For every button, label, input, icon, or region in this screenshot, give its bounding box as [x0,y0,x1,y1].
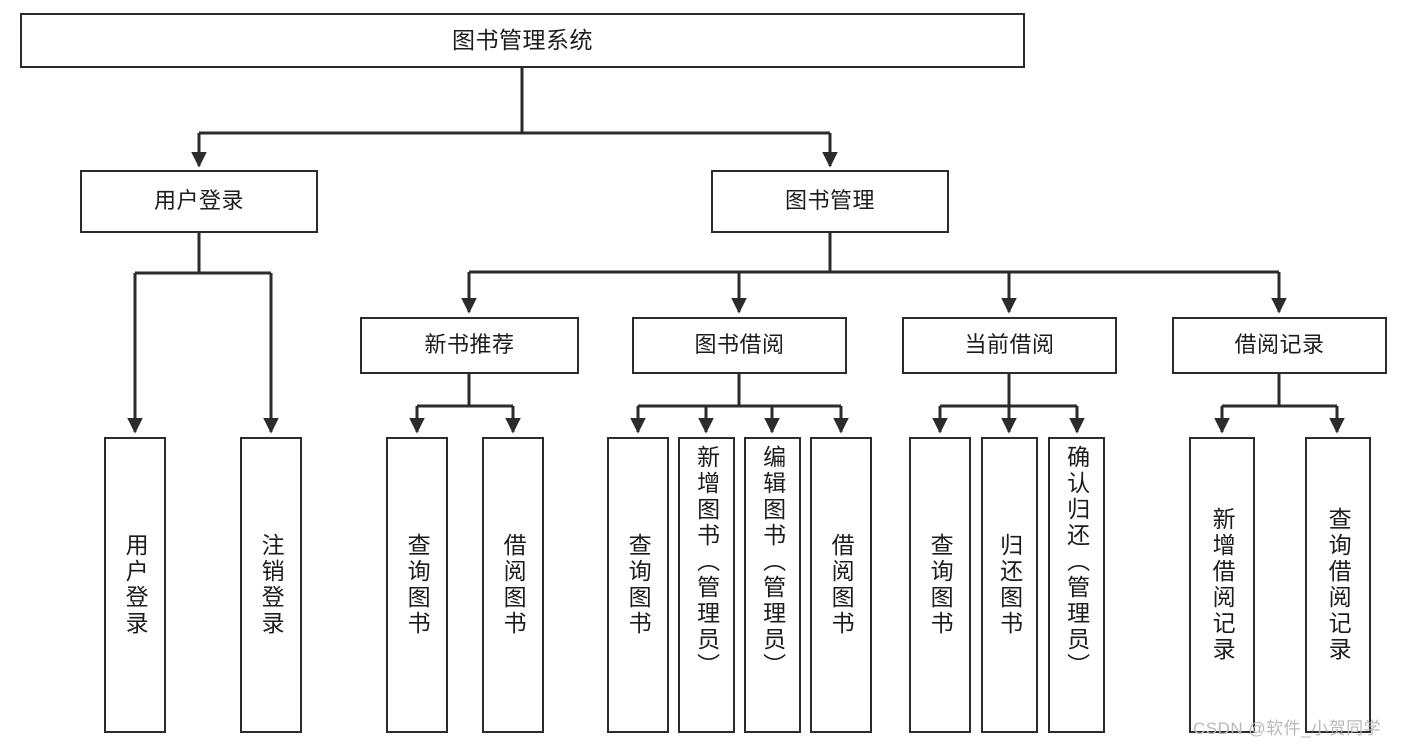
node-label: 借阅记录 [1234,332,1325,358]
leaf-newbook-query-books[interactable]: 查询图书 [386,437,448,733]
leaf-borrow-edit-book-admin[interactable]: 编辑图书（管理员） [744,437,801,733]
node-label: 新书推荐 [424,332,515,358]
node-label: 图书管理 [784,188,875,214]
node-label: 归还图书 [996,533,1023,637]
node-label: 用户登录 [122,533,149,637]
node-label: 确认归还（管理员） [1063,445,1090,679]
node-label: 查询图书 [404,533,431,637]
leaf-user-login[interactable]: 用户登录 [104,437,166,733]
node-label: 借阅图书 [828,533,855,637]
leaf-current-query-books[interactable]: 查询图书 [909,437,971,733]
leaf-newbook-borrow-books[interactable]: 借阅图书 [482,437,544,733]
node-label: 注销登录 [258,533,285,637]
node-new-book-recommend[interactable]: 新书推荐 [360,317,579,374]
node-label: 查询借阅记录 [1325,507,1352,663]
leaf-current-confirm-return-admin[interactable]: 确认归还（管理员） [1048,437,1105,733]
node-current-borrow[interactable]: 当前借阅 [902,317,1117,374]
csdn-watermark: CSDN @软件_小贺同学 [1193,719,1382,738]
node-label: 用户登录 [153,188,244,214]
node-book-management[interactable]: 图书管理 [711,170,949,233]
leaf-logout[interactable]: 注销登录 [240,437,302,733]
node-label: 图书管理系统 [452,26,593,53]
leaf-record-add-borrow-record[interactable]: 新增借阅记录 [1189,437,1255,733]
leaf-borrow-query-books[interactable]: 查询图书 [607,437,669,733]
node-label: 新增借阅记录 [1209,507,1236,663]
node-label: 查询图书 [927,533,954,637]
leaf-borrow-borrow-books[interactable]: 借阅图书 [810,437,872,733]
leaf-borrow-add-book-admin[interactable]: 新增图书（管理员） [678,437,735,733]
node-book-borrow[interactable]: 图书借阅 [632,317,847,374]
leaf-current-return-books[interactable]: 归还图书 [981,437,1038,733]
leaf-record-query-borrow-record[interactable]: 查询借阅记录 [1305,437,1371,733]
node-label: 借阅图书 [500,533,527,637]
node-label: 编辑图书（管理员） [759,445,786,679]
node-label: 新增图书（管理员） [693,445,720,679]
node-label: 当前借阅 [964,332,1055,358]
node-borrow-record[interactable]: 借阅记录 [1172,317,1387,374]
node-root-book-management-system[interactable]: 图书管理系统 [20,13,1025,68]
node-label: 图书借阅 [694,332,785,358]
node-user-login[interactable]: 用户登录 [80,170,318,233]
node-label: 查询图书 [625,533,652,637]
